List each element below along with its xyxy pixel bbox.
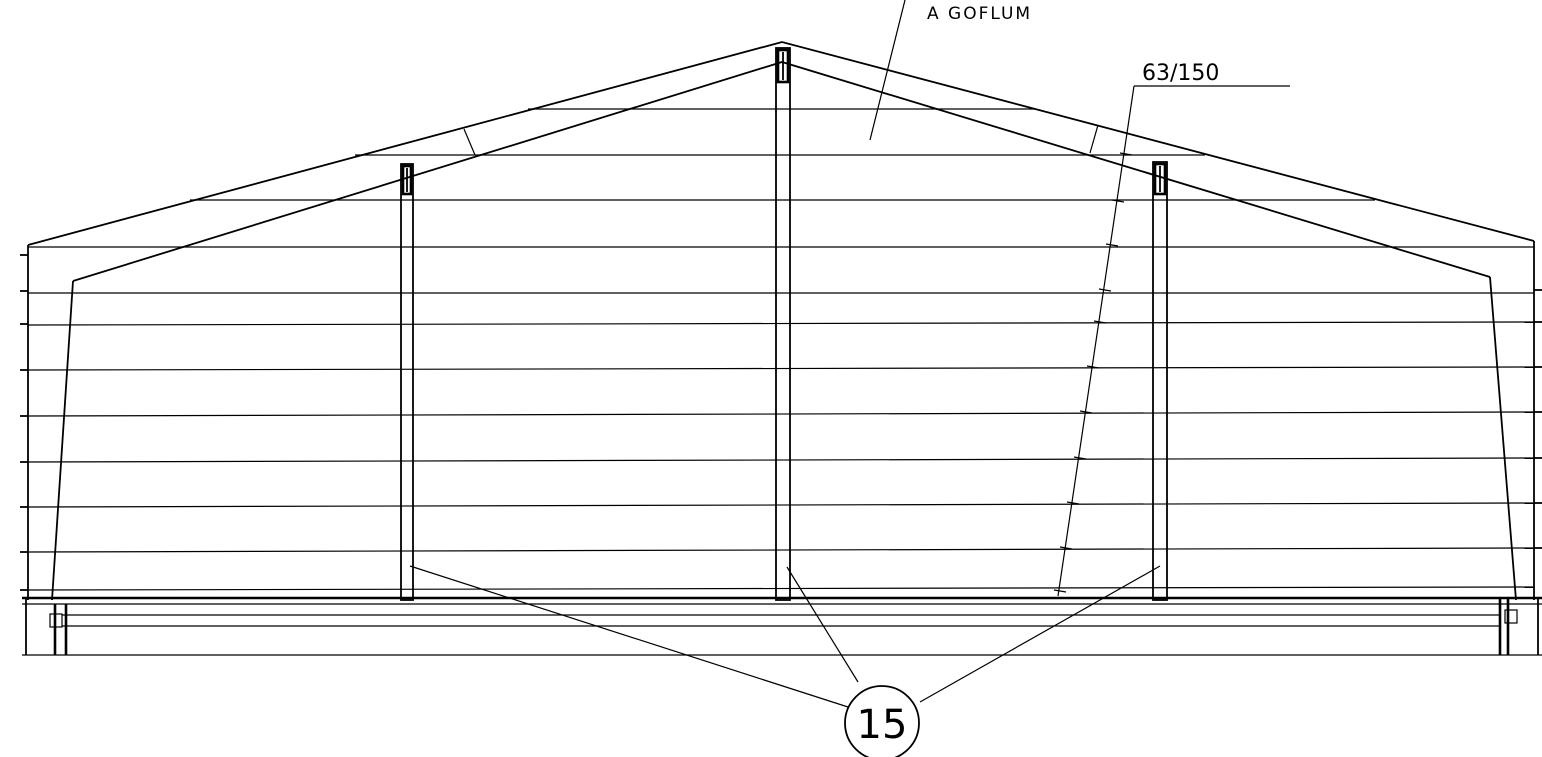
wall-girts <box>27 108 1535 591</box>
outer-roof-line <box>27 41 1535 246</box>
bracing-line <box>1053 85 1135 597</box>
cladding-leader <box>869 0 906 141</box>
column-left <box>400 163 414 601</box>
bracing-label: 63/150 <box>1142 61 1219 86</box>
girt-end-ticks <box>20 254 1542 591</box>
cladding-label: A GOFLUM <box>927 4 1032 24</box>
foundation-beam <box>22 596 1542 656</box>
callout-number: 15 <box>857 702 908 748</box>
column-right <box>1152 161 1168 601</box>
column-center <box>775 47 791 601</box>
callout-bubble <box>844 685 920 757</box>
outer-walls <box>27 241 1535 600</box>
end-columns <box>51 276 1517 601</box>
callout-leaders <box>409 565 1161 708</box>
inner-rafter-line <box>72 61 1491 282</box>
roof-depth-ticks <box>463 124 1099 156</box>
